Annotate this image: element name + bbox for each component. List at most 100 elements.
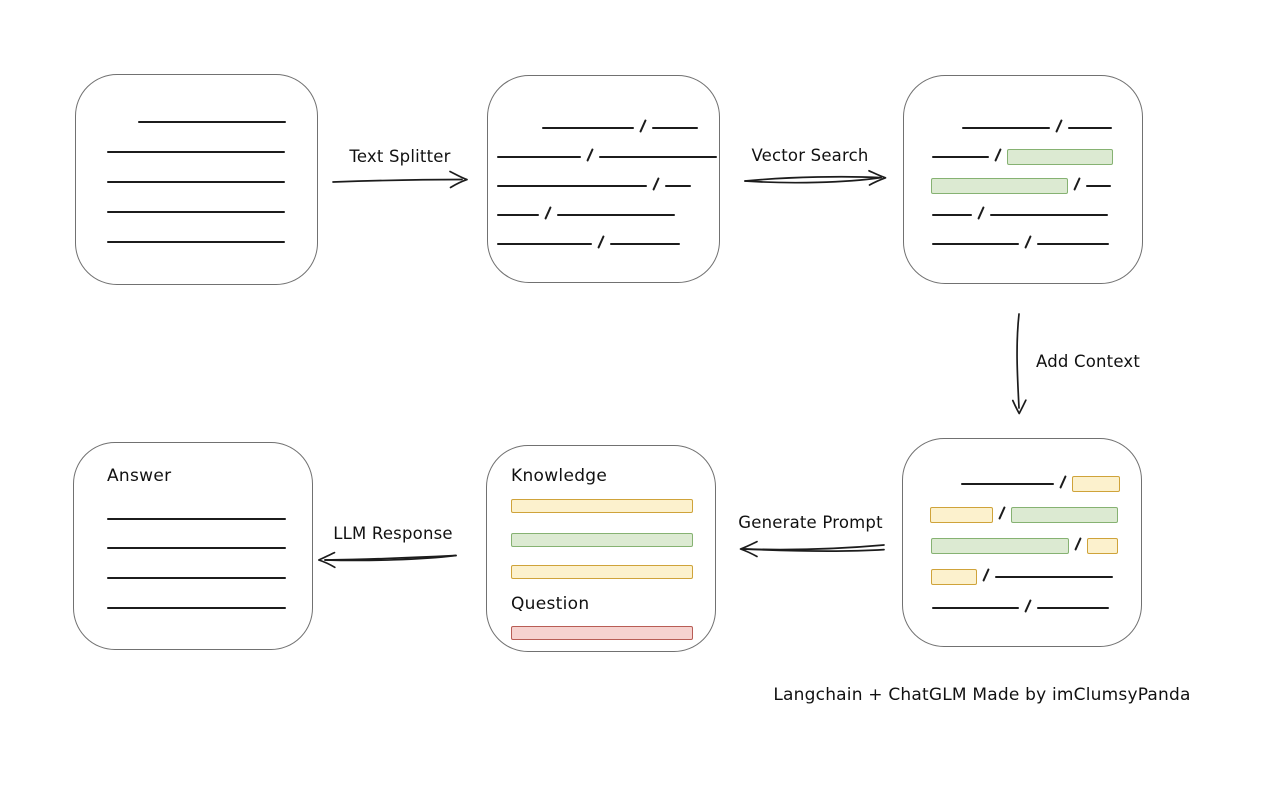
sketch-row — [107, 233, 317, 251]
matched-chunk-lines — [904, 76, 1142, 283]
answer-box: Answer — [73, 442, 313, 650]
split-chunks-box — [487, 75, 720, 283]
sketch-row — [497, 206, 719, 224]
box-label: Answer — [107, 466, 172, 486]
add-context-label: Add Context — [1036, 352, 1141, 371]
vector-search-arrow — [744, 169, 887, 186]
green-chunk — [931, 538, 1069, 554]
generate-prompt-label: Generate Prompt — [738, 513, 883, 532]
text-line — [497, 156, 581, 158]
context-chunks-box — [902, 438, 1142, 647]
sketch-row — [932, 599, 1141, 617]
sketch-row — [962, 119, 1142, 137]
text-line — [497, 243, 592, 245]
text-line — [107, 518, 286, 520]
sketch-row — [107, 599, 312, 617]
sketch-row — [497, 177, 719, 195]
sketch-row — [107, 539, 312, 557]
yellow-chunk — [511, 565, 693, 579]
sketch-row — [511, 497, 715, 515]
context-chunk-lines — [903, 439, 1141, 646]
green-chunk — [1011, 507, 1119, 523]
slash-separator — [652, 177, 660, 191]
text-line — [1086, 185, 1112, 187]
sketch-row — [107, 510, 312, 528]
green-chunk — [931, 178, 1068, 194]
text-line — [497, 185, 647, 187]
text-line — [932, 607, 1019, 609]
text-splitter-arrow — [332, 170, 468, 189]
text-splitter-label: Text Splitter — [349, 147, 451, 166]
text-line — [932, 214, 972, 216]
slash-separator — [1055, 119, 1063, 133]
box-label: Question — [511, 594, 590, 614]
label-row: Knowledge — [511, 464, 715, 488]
sketch-row — [931, 177, 1142, 195]
sketch-row — [107, 569, 312, 587]
vector-search-label: Vector Search — [751, 146, 869, 165]
text-line — [138, 121, 286, 123]
sketch-row — [931, 568, 1141, 586]
sketch-row — [497, 148, 719, 166]
green-chunk — [1007, 149, 1114, 165]
box-label: Knowledge — [511, 466, 608, 486]
sketch-row — [511, 624, 715, 642]
llm-response-label: LLM Response — [333, 524, 453, 543]
text-line — [1037, 607, 1110, 609]
slash-separator — [639, 119, 647, 133]
document-lines — [76, 75, 317, 284]
slash-separator — [994, 148, 1002, 162]
yellow-chunk — [931, 569, 977, 585]
sketch-row — [107, 203, 317, 221]
slash-separator — [977, 206, 985, 220]
text-line — [497, 214, 539, 216]
text-line — [107, 547, 286, 549]
slash-separator — [1073, 177, 1081, 191]
text-line — [932, 156, 989, 158]
red-chunk — [511, 626, 693, 640]
text-line — [1068, 127, 1113, 129]
sketch-row — [511, 563, 715, 581]
label-row: Answer — [107, 464, 312, 488]
slash-separator — [1059, 475, 1067, 489]
sketch-row — [961, 475, 1141, 493]
yellow-chunk — [511, 499, 693, 513]
slash-separator — [597, 235, 605, 249]
yellow-chunk — [930, 507, 993, 523]
green-chunk — [511, 533, 693, 547]
sketch-row — [511, 531, 715, 549]
yellow-chunk — [1087, 538, 1119, 554]
label-row: Question — [511, 592, 715, 616]
slash-separator — [586, 148, 594, 162]
text-line — [610, 243, 681, 245]
sketch-row — [932, 148, 1142, 166]
split-chunk-lines — [488, 76, 719, 282]
llm-response-arrow — [317, 551, 457, 569]
matched-chunks-box — [903, 75, 1143, 284]
text-line — [665, 185, 692, 187]
sketch-row — [932, 235, 1142, 253]
sketch-row — [138, 113, 317, 131]
text-line — [107, 607, 286, 609]
text-line — [557, 214, 676, 216]
source-document-box — [75, 74, 318, 285]
text-line — [107, 241, 285, 243]
sketch-row — [497, 235, 719, 253]
sketch-row — [931, 537, 1141, 555]
add-context-arrow — [1011, 313, 1027, 415]
text-line — [599, 156, 718, 158]
slash-separator — [544, 206, 552, 220]
text-line — [990, 214, 1109, 216]
text-line — [107, 577, 286, 579]
text-line — [107, 211, 285, 213]
answer-content: Answer — [74, 443, 312, 649]
text-line — [932, 243, 1019, 245]
slash-separator — [1024, 599, 1032, 613]
sketch-row — [107, 143, 317, 161]
sketch-row — [932, 206, 1142, 224]
slash-separator — [982, 568, 990, 582]
yellow-chunk — [1072, 476, 1121, 492]
